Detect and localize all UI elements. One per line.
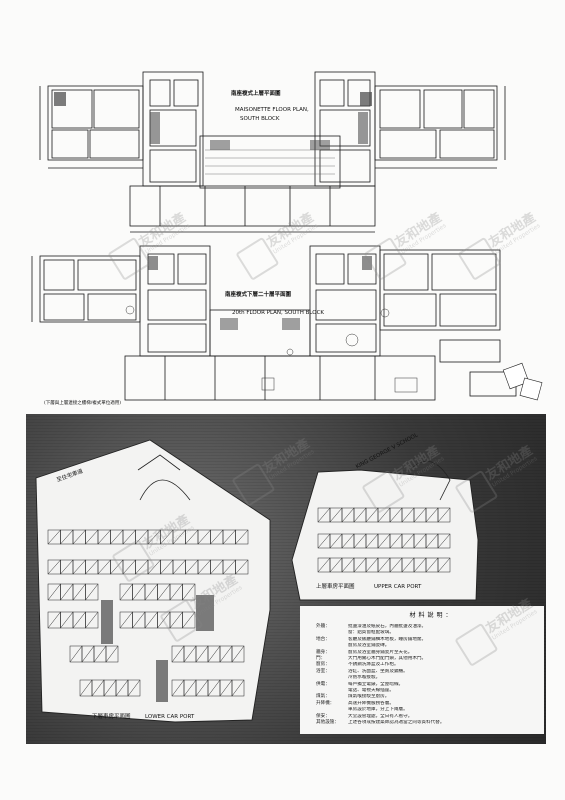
note-value: 廚房及浴室鋪瓷磚。 xyxy=(348,643,390,649)
upper-car-port-title-cn: 上層車房平面圖 xyxy=(316,584,355,590)
note-row: 浴室： 浴缸、洗面盆、坐廁及鏡櫃。 xyxy=(316,669,548,675)
note-row: 廚房及浴室鋪瓷磚。 xyxy=(316,643,548,649)
note-key: 升降機： xyxy=(316,700,335,706)
note-value: 上述各項或按建築師認為適當之同等質料代替。 xyxy=(348,720,445,726)
note-row: 廚房： 不銹鋼洗滌盆及工作枱。 xyxy=(316,662,548,668)
note-row: 其他設施： 上述各項或按建築師認為適當之同等質料代替。 xyxy=(316,720,548,726)
upper-car-port-title-en: UPPER CAR PORT xyxy=(374,584,422,590)
plan-footnote: (下層與上層連接之樓梯/複式單位適用) xyxy=(44,401,122,406)
note-row: 升降機： 高速升降機服務各層。 xyxy=(316,701,548,707)
note-value: 大門用實心木門配門鎖，其他用木門。 xyxy=(348,656,427,662)
note-row: 車房設於地庫，分上下兩層。 xyxy=(316,707,548,713)
note-row: 地台： 客廳及飯廳鋪柚木地板，睡房鋪地蓆。 xyxy=(316,637,548,643)
maisonette-title-cn: 南座複式上層平面圖 xyxy=(231,91,281,97)
note-key: 其他設施： xyxy=(316,720,339,726)
note-key: 地台： xyxy=(316,636,330,642)
note-row: 保安： 大堂設管理處，全日有人看守。 xyxy=(316,714,548,720)
note-row: 窗：鋁質窗框配玻璃。 xyxy=(316,630,548,636)
note-value: 每戶獨立電錶，全屋暗線。 xyxy=(348,681,404,687)
twentieth-floor-title-en: 20th FLOOR PLAN, SOUTH BLOCK xyxy=(232,310,325,316)
twentieth-floor-title-cn: 南座複式下層二十層平面圖 xyxy=(225,292,292,298)
note-key: 門： xyxy=(316,656,326,662)
note-key: 外牆： xyxy=(316,624,330,629)
material-notes-title: 材料說明： xyxy=(409,612,455,619)
note-key: 保安： xyxy=(316,713,330,719)
note-key: 浴室： xyxy=(316,668,330,674)
note-value: 不銹鋼洗滌盆及工作枱。 xyxy=(348,662,399,668)
note-row: 門： 大門用實心木門配門鎖，其他用木門。 xyxy=(316,656,548,662)
lower-car-port-title-en: LOWER CAR PORT xyxy=(145,714,195,720)
note-key: 供電： xyxy=(316,681,330,687)
note-row: 牆身： 廚房及浴室牆身鋪瓷片至天花。 xyxy=(316,650,548,656)
material-notes: 材料說明： 外牆： 批盪漆油及紙皮石，內牆批盪及油漆。窗：鋁質窗框配玻璃。地台： 客… xyxy=(316,612,548,727)
note-value: 煤氣喉接駁至廚房。 xyxy=(348,694,390,700)
note-value: 客廳及飯廳鋪柚木地板，睡房鋪地蓆。 xyxy=(348,636,427,642)
note-key: 廚房： xyxy=(316,662,330,668)
note-row: 供電： 每戶獨立電錶，全屋暗線。 xyxy=(316,682,548,688)
note-value: 大堂設管理處，全日有人看守。 xyxy=(348,713,413,719)
note-value: 窗：鋁質窗框配玻璃。 xyxy=(348,630,394,636)
note-value: 冷熱水喉接駁。 xyxy=(348,675,381,681)
note-key: 牆身： xyxy=(316,649,330,655)
maisonette-title-en-2: SOUTH BLOCK xyxy=(240,116,280,122)
note-row: 電話、電視天線插座。 xyxy=(316,688,548,694)
note-row: 煤氣： 煤氣喉接駁至廚房。 xyxy=(316,694,548,700)
note-value: 電話、電視天線插座。 xyxy=(348,688,394,694)
note-row: 冷熱水喉接駁。 xyxy=(316,675,548,681)
note-value: 廚房及浴室牆身鋪瓷片至天花。 xyxy=(348,649,413,655)
lower-car-port-title-cn: 下層車房平面圖 xyxy=(92,714,131,720)
note-value: 浴缸、洗面盆、坐廁及鏡櫃。 xyxy=(348,668,408,674)
note-key: 煤氣： xyxy=(316,694,330,700)
note-row: 外牆： 批盪漆油及紙皮石，內牆批盪及油漆。 xyxy=(316,624,548,630)
note-value: 車房設於地庫，分上下兩層。 xyxy=(348,707,408,713)
note-value: 高速升降機服務各層。 xyxy=(348,700,394,706)
maisonette-title-en-1: MAISONETTE FLOOR PLAN, xyxy=(235,107,309,113)
note-value: 批盪漆油及紙皮石，內牆批盪及油漆。 xyxy=(348,624,427,629)
